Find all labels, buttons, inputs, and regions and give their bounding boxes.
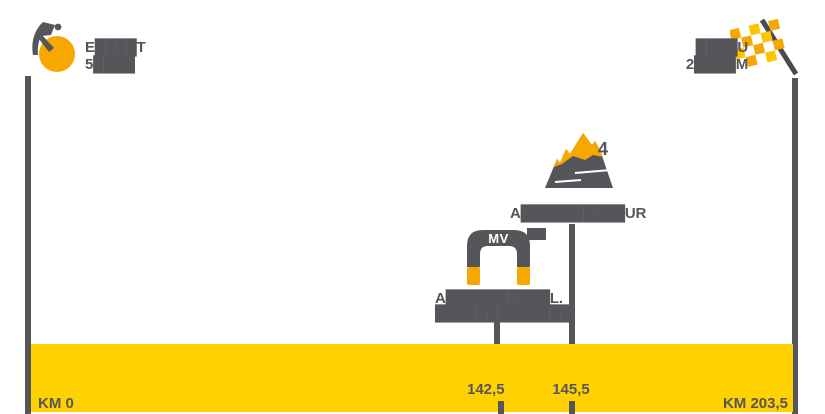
meta-volante-km-label: 142,5 (467, 381, 505, 398)
mountain-streak-1 (554, 179, 582, 183)
km-end-label: KM 203,5 (722, 395, 788, 412)
climb-km-label: 145,5 (552, 381, 590, 398)
meta-volante-name-line1: A██████████L. (435, 290, 563, 307)
meta-volante-name-line2: █████████████ (435, 305, 571, 322)
depart-detail-label: 5████ (85, 56, 135, 73)
finish-flag-icon (730, 18, 799, 76)
meta-volante-marker-line (494, 320, 500, 366)
arch-frame (467, 230, 530, 267)
arrivee-detail-label: 2████M (685, 56, 748, 73)
start-marker-line (25, 76, 31, 414)
meta-volante-badge: MV (488, 231, 509, 246)
mountain-streak-2 (574, 169, 612, 174)
rider-head (54, 23, 62, 31)
climb-name-label: A██████████UR (510, 205, 647, 222)
rider-leg (39, 35, 54, 52)
mountain-snowcap (554, 133, 603, 167)
arch-foot-right (517, 267, 530, 285)
rider-body (32, 22, 55, 55)
climb-marker-line (569, 224, 575, 374)
meta-volante-km-tick (498, 401, 504, 414)
km-start-label: KM 0 (38, 395, 74, 412)
finish-marker-line (792, 78, 798, 414)
meta-volante-arch-icon: MV (467, 228, 546, 285)
climb-category-label: 4 (598, 139, 608, 159)
arch-foot-left (467, 267, 480, 285)
climb-km-tick (569, 401, 575, 414)
arrivee-name-label: ████U (695, 39, 749, 56)
route-bar (31, 344, 793, 412)
climb-mountain-icon (545, 133, 613, 188)
depart-cyclist-icon (32, 22, 75, 72)
redacted-block (527, 228, 546, 240)
flag-checks (730, 18, 785, 67)
depart-name-label: E████T (85, 39, 146, 56)
